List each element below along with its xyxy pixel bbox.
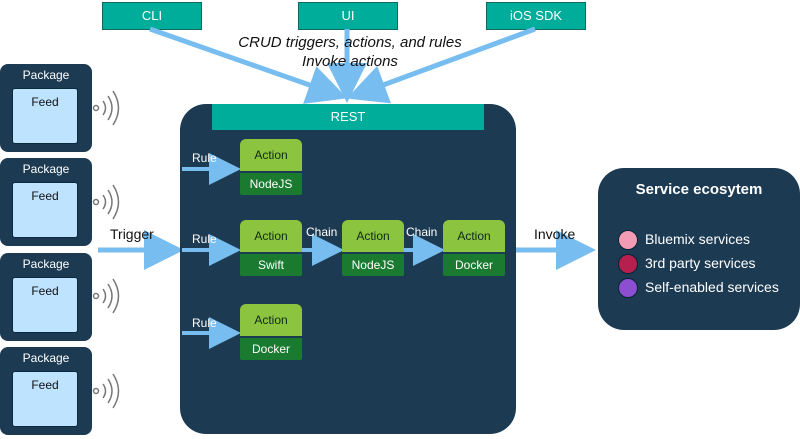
feed-box: Feed <box>12 182 78 238</box>
action-title: Action <box>240 304 302 336</box>
ui-label: UI <box>341 8 355 23</box>
package-label: Package <box>22 257 70 271</box>
package-label: Package <box>22 351 70 365</box>
signal-wave-icon <box>92 90 120 126</box>
action-runtime: Swift <box>240 252 302 276</box>
package-box: Package Feed <box>0 158 92 246</box>
cli-client-box: CLI <box>102 2 202 30</box>
signal-wave-icon <box>92 184 120 220</box>
package-box: Package Feed <box>0 253 92 341</box>
crud-text-line1: CRUD triggers, actions, and rules <box>238 34 462 51</box>
chain-label: Chain <box>406 225 438 239</box>
action-runtime: NodeJS <box>342 252 404 276</box>
package-label: Package <box>22 68 70 82</box>
ecosystem-item-label: Bluemix services <box>645 231 751 247</box>
invoke-label: Invoke <box>534 226 576 242</box>
feed-box: Feed <box>12 88 78 144</box>
package-box: Package Feed <box>0 347 92 435</box>
rule-label: Rule <box>192 151 217 165</box>
action-title: Action <box>342 220 404 252</box>
ecosystem-title: Service ecosytem <box>635 181 763 198</box>
feed-box: Feed <box>12 371 78 427</box>
ios-sdk-client-box: iOS SDK <box>486 2 586 30</box>
feed-label: Feed <box>31 189 59 203</box>
package-box: Package Feed <box>0 64 92 152</box>
feed-label: Feed <box>31 284 59 298</box>
feed-label: Feed <box>31 378 59 392</box>
action-nodejs: Action NodeJS <box>240 139 302 197</box>
action-title: Action <box>443 220 505 252</box>
ecosystem-item: Self-enabled services <box>618 277 779 299</box>
signal-wave-icon <box>92 278 120 314</box>
action-swift: Action Swift <box>240 220 302 278</box>
ecosystem-item-label: Self-enabled services <box>645 279 779 295</box>
service-dot-icon <box>618 278 638 299</box>
action-runtime: Docker <box>443 252 505 276</box>
rule-label: Rule <box>192 316 217 330</box>
action-docker: Action Docker <box>443 220 505 278</box>
service-dot-icon <box>618 230 638 251</box>
action-docker: Action Docker <box>240 304 302 362</box>
ecosystem-item-label: 3rd party services <box>645 255 756 271</box>
package-label: Package <box>22 162 70 176</box>
cli-to-rest-arrow <box>149 26 348 104</box>
ios-to-rest-arrow <box>346 26 536 104</box>
action-title: Action <box>240 220 302 252</box>
chain-label: Chain <box>306 225 338 239</box>
cli-label: CLI <box>141 8 163 23</box>
crud-annotation: CRUD triggers, actions, and rules Invoke… <box>200 33 500 71</box>
feed-box: Feed <box>12 277 78 333</box>
crud-text-line2: Invoke actions <box>302 53 398 70</box>
signal-wave-icon <box>92 373 120 409</box>
ios-sdk-label: iOS SDK <box>509 8 562 23</box>
action-nodejs: Action NodeJS <box>342 220 404 278</box>
action-runtime: Docker <box>240 336 302 360</box>
ecosystem-item: 3rd party services <box>618 253 756 275</box>
feed-label: Feed <box>31 95 59 109</box>
rest-label: REST <box>330 109 366 124</box>
trigger-label: Trigger <box>110 226 154 242</box>
action-runtime: NodeJS <box>240 171 302 195</box>
service-dot-icon <box>618 254 638 275</box>
rule-label: Rule <box>192 232 217 246</box>
ecosystem-item: Bluemix services <box>618 229 751 251</box>
service-ecosystem-panel: Service ecosytem Bluemix services 3rd pa… <box>598 168 800 330</box>
action-title: Action <box>240 139 302 171</box>
rest-bar: REST <box>212 104 484 130</box>
